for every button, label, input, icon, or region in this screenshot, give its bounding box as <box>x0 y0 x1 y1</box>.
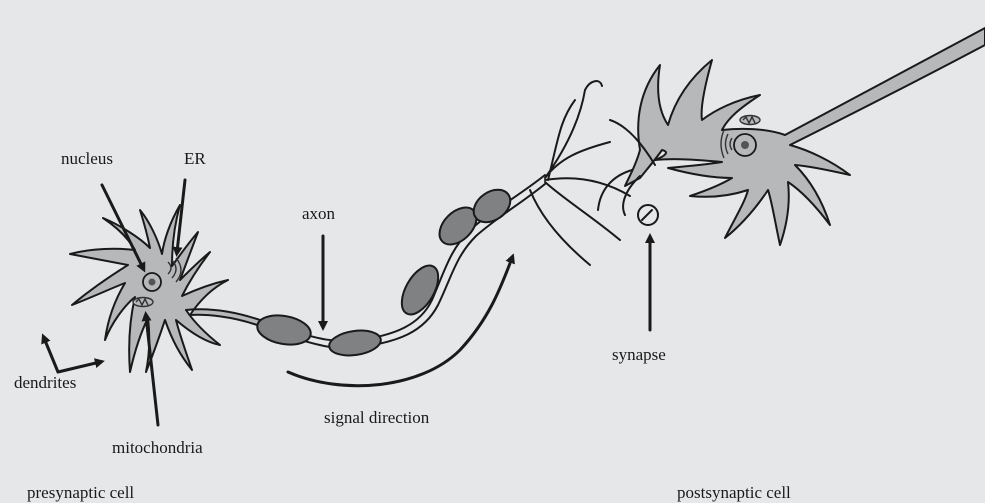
presynaptic-cell-label: presynaptic cell <box>27 484 134 501</box>
postsynaptic-cell-label: postsynaptic cell <box>677 484 791 501</box>
presynaptic-cell-body <box>70 205 260 372</box>
synapse-label: synapse <box>612 346 666 363</box>
axon-label: axon <box>302 205 335 222</box>
axon-terminals <box>530 81 630 265</box>
postsynaptic-cell-body <box>625 28 985 245</box>
dendrites-arrow-1 <box>44 338 58 372</box>
signal-direction-label: signal direction <box>324 409 429 426</box>
er-label: ER <box>184 150 206 167</box>
myelin-sheath-2 <box>328 327 383 358</box>
nucleus-label: nucleus <box>61 150 113 167</box>
dendrites-arrow-2 <box>58 362 100 372</box>
postsynaptic-nucleolus <box>741 141 749 149</box>
myelin-sheath-1 <box>255 312 313 349</box>
presynaptic-nucleolus <box>149 279 156 286</box>
mitochondria-label: mitochondria <box>112 439 203 456</box>
myelin-sheath-3 <box>394 260 445 321</box>
dendrites-label: dendrites <box>14 374 76 391</box>
